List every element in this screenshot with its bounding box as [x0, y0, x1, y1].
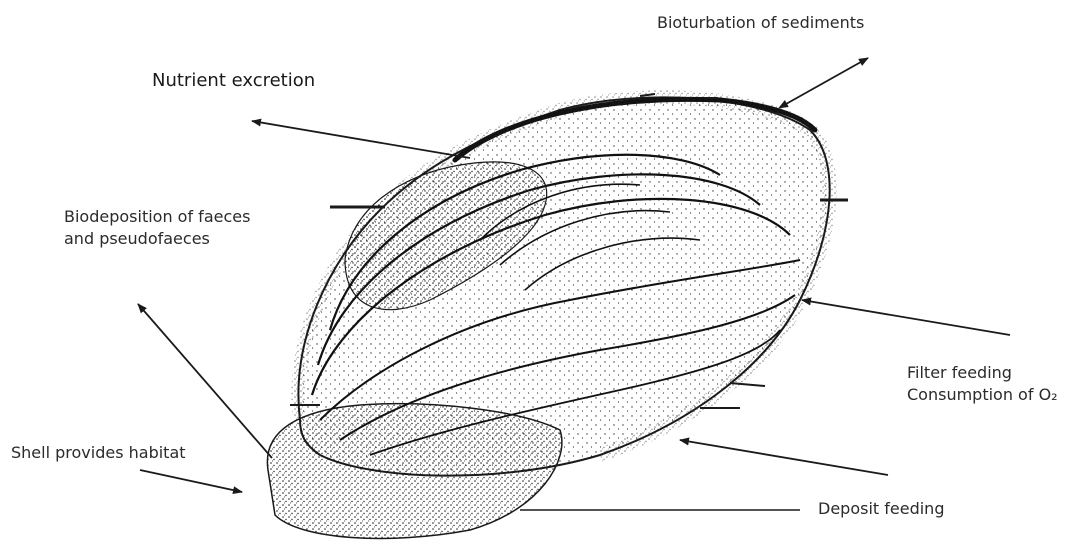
- biodeposition-arrow: [138, 304, 272, 458]
- nutrient-excretion-arrow: [252, 121, 470, 158]
- deposit-feeding-label: Deposit feeding: [818, 498, 944, 520]
- biodeposition-label-line2: and pseudofaeces: [64, 228, 250, 250]
- shell-habitat-arrow: [140, 470, 242, 492]
- biodeposition-label-line1: Biodeposition of faeces: [64, 206, 250, 228]
- nutrient-excretion-label: Nutrient excretion: [152, 70, 315, 92]
- mussel-shell: [290, 94, 848, 510]
- filter-feeding-label: Filter feeding Consumption of O₂: [907, 362, 1058, 406]
- biodeposition-label: Biodeposition of faeces and pseudofaeces: [64, 206, 250, 250]
- filter-feeding-label-line1: Filter feeding: [907, 362, 1058, 384]
- deposit-feeding-arrow: [680, 440, 888, 475]
- filter-feeding-arrow: [802, 300, 1010, 335]
- bioturbation-arrow: [786, 58, 868, 104]
- filter-feeding-label-line2: Consumption of O₂: [907, 384, 1058, 406]
- shell-habitat-label: Shell provides habitat: [11, 442, 186, 464]
- bioturbation-label: Bioturbation of sediments: [657, 12, 864, 34]
